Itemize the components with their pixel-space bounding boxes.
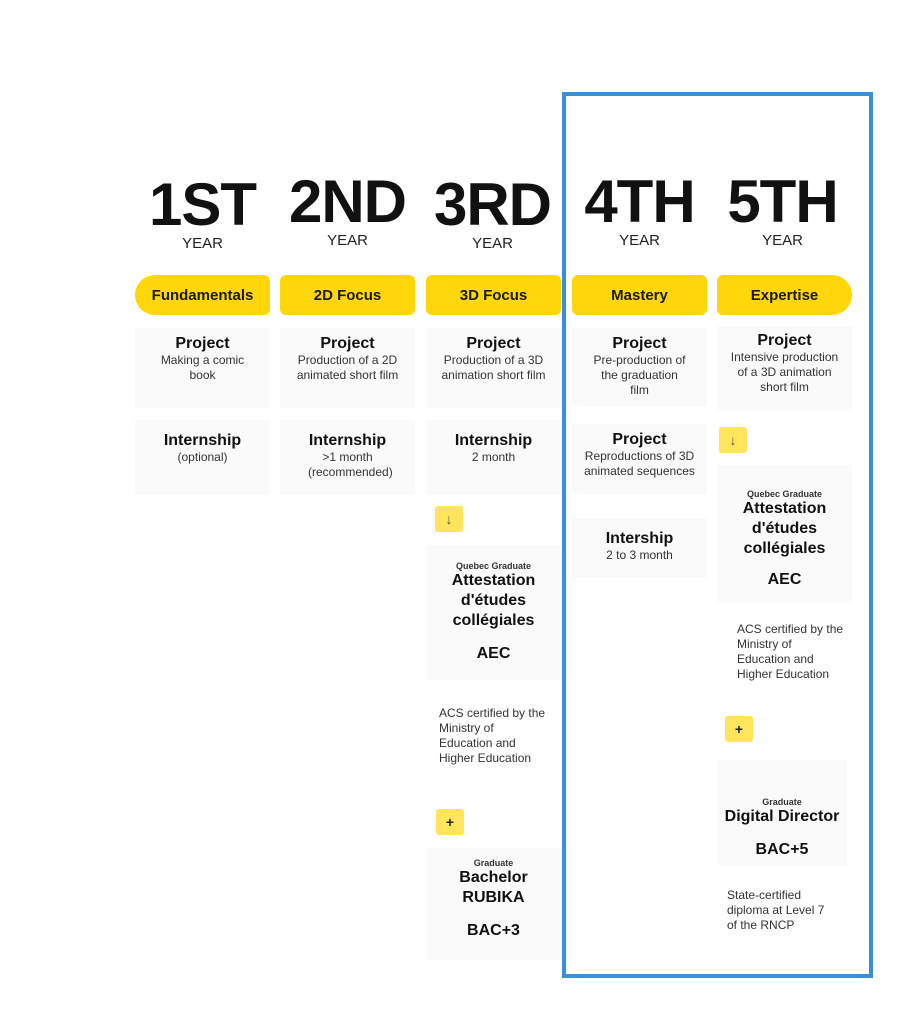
project-description: Reproductions of 3D animated sequences bbox=[584, 449, 695, 478]
focus-pill-2d: 2D Focus bbox=[280, 275, 415, 315]
diploma-subtitle: Graduate bbox=[762, 797, 802, 807]
year-number: 1ST bbox=[148, 171, 257, 238]
year-header-2: 2ND YEAR bbox=[280, 168, 415, 250]
diploma-subtitle: Quebec Graduate bbox=[746, 489, 823, 499]
internship-description: 2 to 3 month bbox=[606, 548, 673, 562]
project-card: Project Making a comic book bbox=[135, 328, 270, 408]
bachelor-diploma-card: Graduate Bachelor RUBIKA BAC+3 bbox=[426, 848, 561, 960]
project-card: Project Production of a 2D animated shor… bbox=[280, 328, 415, 408]
year-label: YEAR bbox=[327, 232, 368, 249]
year-label: YEAR bbox=[472, 235, 513, 252]
highlight-frame bbox=[562, 92, 873, 978]
year-label: YEAR bbox=[182, 235, 223, 252]
project-card: Project Pre-production of the graduation… bbox=[572, 328, 707, 406]
internship-title: Internship bbox=[454, 432, 533, 449]
dd-certification-note: State-certified diploma at Level 7 of th… bbox=[727, 888, 825, 932]
project-title: Project bbox=[757, 332, 812, 349]
project-title: Project bbox=[466, 335, 521, 352]
year-header-1: 1ST YEAR bbox=[135, 171, 270, 253]
project-description: Production of a 2D animated short film bbox=[296, 353, 399, 382]
internship-card: Internship 2 month bbox=[426, 420, 561, 495]
project-title: Project bbox=[320, 335, 375, 352]
year-number: 4TH bbox=[584, 168, 695, 235]
arrow-down-icon: ↓ bbox=[435, 506, 463, 532]
plus-icon: + bbox=[436, 809, 464, 835]
aec-diploma-card: Quebec Graduate Attestation d'études col… bbox=[717, 465, 852, 603]
diploma-code: AEC bbox=[476, 645, 511, 662]
year-label: YEAR bbox=[762, 232, 803, 249]
project-card: Project Reproductions of 3D animated seq… bbox=[572, 424, 707, 494]
focus-pill-expertise: Expertise bbox=[717, 275, 852, 315]
focus-pill-fundamentals: Fundamentals bbox=[135, 275, 270, 315]
year-header-5: 5TH YEAR bbox=[715, 168, 850, 250]
year-label: YEAR bbox=[619, 232, 660, 249]
diploma-subtitle: Quebec Graduate bbox=[455, 561, 532, 571]
diploma-title: Attestation d'études collégiales bbox=[451, 572, 536, 629]
diploma-subtitle: Graduate bbox=[473, 858, 514, 868]
focus-pill-mastery: Mastery bbox=[572, 275, 707, 315]
project-description: Making a comic book bbox=[160, 353, 245, 382]
internship-description: >1 month (recommended) bbox=[308, 450, 393, 479]
year-number: 5TH bbox=[727, 168, 838, 235]
digital-director-diploma-card: Graduate Digital Director BAC+5 bbox=[717, 760, 847, 865]
project-title: Project bbox=[175, 335, 230, 352]
internship-card: Internship >1 month (recommended) bbox=[280, 420, 415, 495]
year-number: 2ND bbox=[288, 168, 407, 235]
internship-title: Intership bbox=[605, 530, 674, 547]
aec-certification-note: ACS certified by the Ministry of Educati… bbox=[737, 622, 844, 681]
project-card: Project Intensive production of a 3D ani… bbox=[717, 326, 852, 411]
diploma-code: BAC+5 bbox=[755, 841, 809, 858]
diploma-title: Digital Director bbox=[724, 808, 840, 825]
year-header-3: 3RD YEAR bbox=[425, 171, 560, 253]
diploma-code: AEC bbox=[767, 571, 802, 588]
internship-title: Internship bbox=[308, 432, 387, 449]
year-header-4: 4TH YEAR bbox=[572, 168, 707, 250]
internship-title: Internship bbox=[163, 432, 242, 449]
focus-pill-3d: 3D Focus bbox=[426, 275, 561, 315]
arrow-down-icon: ↓ bbox=[719, 427, 747, 453]
internship-card: Internship (optional) bbox=[135, 420, 270, 495]
internship-description: (optional) bbox=[177, 450, 228, 464]
aec-diploma-card: Quebec Graduate Attestation d'études col… bbox=[426, 545, 561, 680]
diploma-title: Bachelor RUBIKA bbox=[459, 869, 528, 906]
project-description: Pre-production of the graduation film bbox=[593, 353, 686, 397]
year-number: 3RD bbox=[433, 171, 552, 238]
project-title: Project bbox=[612, 335, 667, 352]
project-title: Project bbox=[612, 431, 667, 448]
internship-description: 2 month bbox=[471, 450, 516, 464]
diploma-title: Attestation d'études collégiales bbox=[742, 500, 827, 557]
project-description: Production of a 3D animation short film bbox=[441, 353, 546, 382]
plus-icon: + bbox=[725, 716, 753, 742]
diploma-code: BAC+3 bbox=[467, 922, 520, 939]
project-description: Intensive production of a 3D animation s… bbox=[730, 350, 839, 394]
project-card: Project Production of a 3D animation sho… bbox=[426, 328, 561, 408]
aec-certification-note: ACS certified by the Ministry of Educati… bbox=[439, 706, 546, 765]
internship-card: Intership 2 to 3 month bbox=[572, 518, 707, 578]
